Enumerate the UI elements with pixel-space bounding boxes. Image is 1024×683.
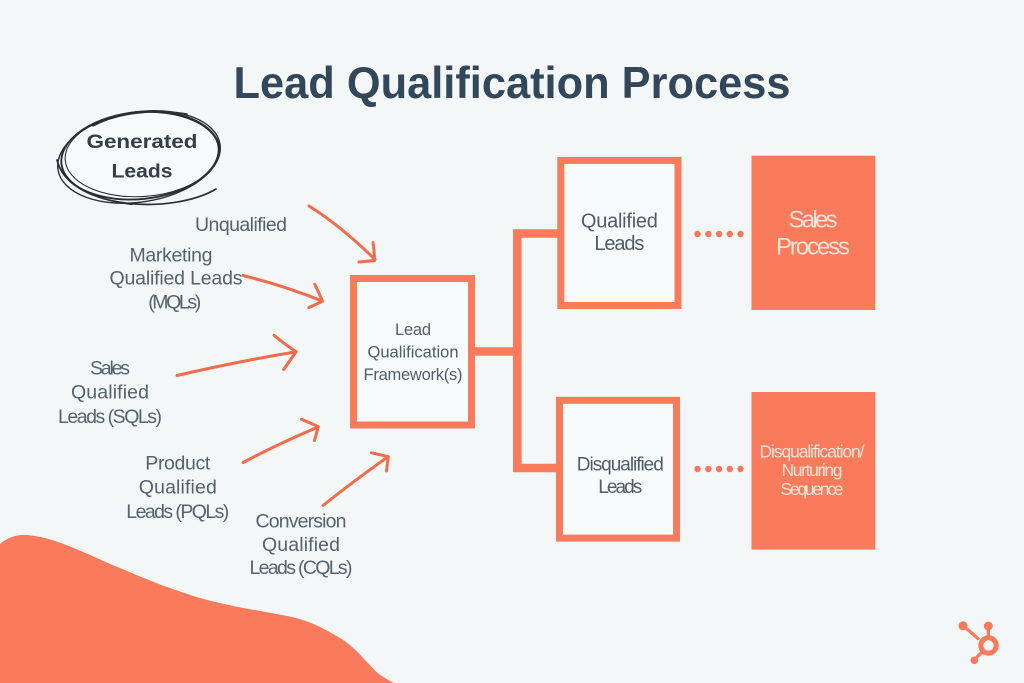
svg-text:Conversion: Conversion — [256, 511, 347, 533]
svg-text:Nurturing: Nurturing — [782, 460, 843, 480]
svg-text:Qualified: Qualified — [71, 382, 149, 404]
svg-text:Disqualified: Disqualified — [577, 455, 664, 476]
svg-text:Leads: Leads — [598, 477, 642, 498]
svg-text:Leads (SQLs): Leads (SQLs) — [58, 406, 162, 428]
svg-text:Qualified: Qualified — [262, 534, 340, 556]
svg-text:Unqualified: Unqualified — [195, 214, 287, 236]
svg-text:Qualified: Qualified — [581, 211, 658, 233]
svg-text:(MQLs): (MQLs) — [148, 292, 201, 314]
svg-text:Framework(s): Framework(s) — [364, 366, 463, 384]
svg-text:Process: Process — [776, 234, 850, 261]
svg-text:Lead: Lead — [395, 321, 431, 339]
svg-text:Sales: Sales — [789, 207, 838, 234]
svg-text:Sales: Sales — [90, 358, 130, 380]
svg-text:Leads: Leads — [112, 161, 173, 183]
svg-text:Leads (PQLs): Leads (PQLs) — [126, 501, 229, 523]
svg-text:Sequence: Sequence — [781, 479, 844, 499]
svg-text:Marketing: Marketing — [130, 245, 213, 267]
svg-text:Qualification: Qualification — [368, 344, 459, 362]
svg-text:Leads (CQLs): Leads (CQLs) — [250, 557, 353, 579]
svg-text:Disqualification/: Disqualification/ — [760, 442, 865, 462]
svg-text:Leads: Leads — [594, 233, 644, 255]
svg-text:Qualified: Qualified — [139, 477, 217, 499]
svg-text:Qualified Leads: Qualified Leads — [110, 268, 243, 290]
svg-text:Generated: Generated — [87, 131, 198, 153]
svg-text:Lead Qualification Process: Lead Qualification Process — [234, 59, 791, 108]
svg-text:Product: Product — [145, 453, 211, 475]
